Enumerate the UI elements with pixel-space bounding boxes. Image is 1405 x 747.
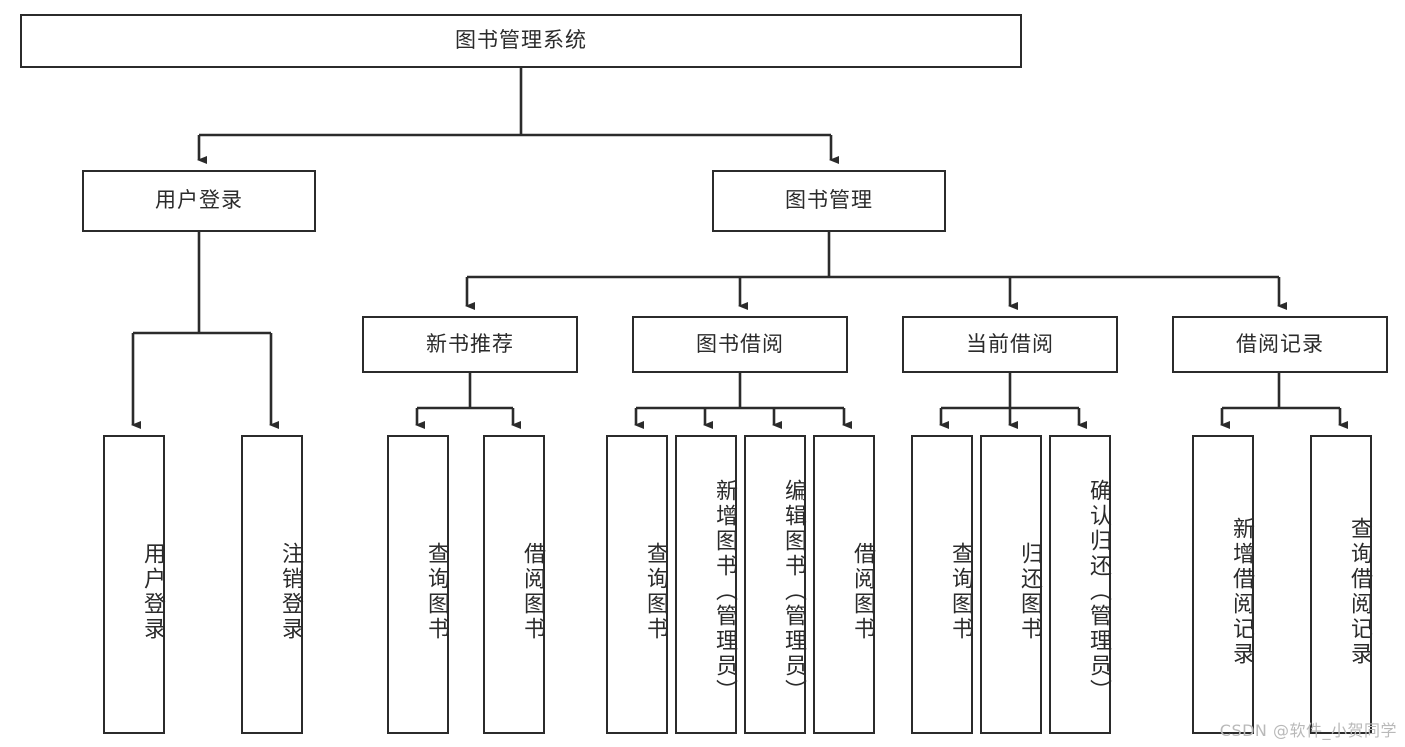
node-label: 查询图书 [424,541,449,642]
node-label: 归还图书 [1017,541,1042,642]
leaf-borrow-record-query-record[interactable]: 查询借阅记录 [1310,435,1372,734]
node-label: 用户登录 [155,188,243,213]
leaf-new-book-borrow-book[interactable]: 借阅图书 [483,435,545,734]
leaf-user-login-logout[interactable]: 注销登录 [241,435,303,734]
leaf-current-borrow-confirm-return-admin[interactable]: 确认归还（管理员） [1049,435,1111,734]
node-label: 用户登录 [140,541,165,642]
node-label: 注销登录 [278,541,303,642]
node-label: 确认归还（管理员） [1086,479,1111,704]
node-label: 图书借阅 [696,331,784,356]
leaf-book-borrow-edit-book-admin[interactable]: 编辑图书（管理员） [744,435,806,734]
leaf-new-book-query-book[interactable]: 查询图书 [387,435,449,734]
leaf-current-borrow-query-book[interactable]: 查询图书 [911,435,973,734]
node-label: 查询图书 [948,541,973,642]
node-label: 编辑图书（管理员） [781,479,806,704]
node-label: 借阅记录 [1236,331,1324,356]
node-label: 查询图书 [643,541,668,642]
node-borrow-record[interactable]: 借阅记录 [1172,316,1388,373]
node-label: 借阅图书 [850,541,875,642]
node-root-book-management-system[interactable]: 图书管理系统 [20,14,1022,68]
node-book-borrow[interactable]: 图书借阅 [632,316,848,373]
leaf-book-borrow-query-book[interactable]: 查询图书 [606,435,668,734]
node-label: 新增借阅记录 [1229,516,1254,667]
node-label: 新增图书（管理员） [712,479,737,704]
leaf-current-borrow-return-book[interactable]: 归还图书 [980,435,1042,734]
node-label: 图书管理 [785,188,873,213]
watermark-text: CSDN @软件_小贺同学 [1219,721,1397,740]
node-label: 借阅图书 [520,541,545,642]
leaf-user-login-login[interactable]: 用户登录 [103,435,165,734]
leaf-book-borrow-add-book-admin[interactable]: 新增图书（管理员） [675,435,737,734]
node-label: 查询借阅记录 [1347,516,1372,667]
node-book-management[interactable]: 图书管理 [712,170,946,232]
node-new-book-recommend[interactable]: 新书推荐 [362,316,578,373]
node-label: 当前借阅 [966,331,1054,356]
leaf-book-borrow-borrow-book[interactable]: 借阅图书 [813,435,875,734]
node-user-login[interactable]: 用户登录 [82,170,316,232]
leaf-borrow-record-add-record[interactable]: 新增借阅记录 [1192,435,1254,734]
node-label: 图书管理系统 [455,28,587,53]
node-current-borrow[interactable]: 当前借阅 [902,316,1118,373]
node-label: 新书推荐 [426,331,514,356]
